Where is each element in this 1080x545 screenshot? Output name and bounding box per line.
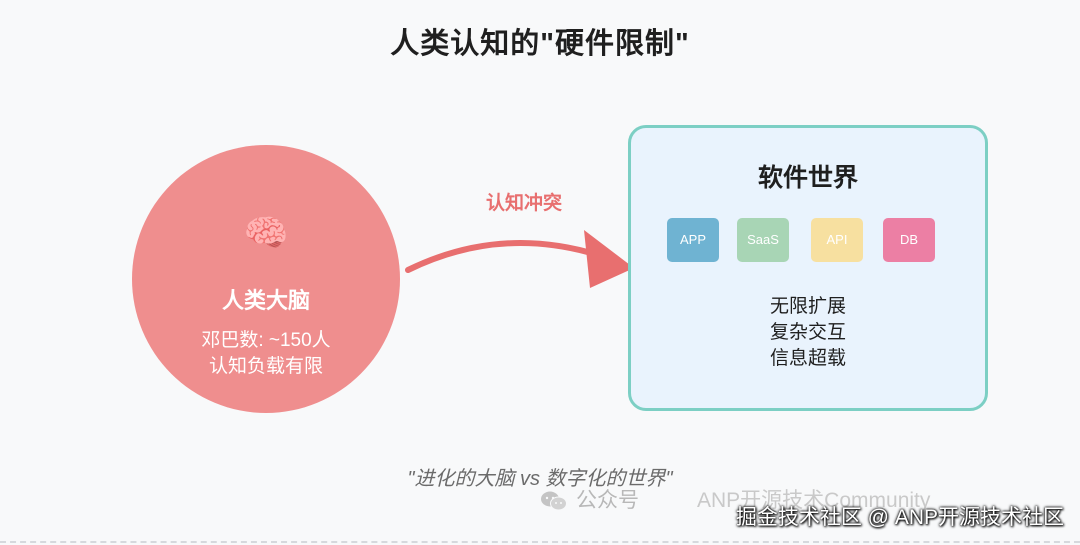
conflict-label: 认知冲突	[485, 193, 562, 214]
software-line-expansion: 无限扩展	[769, 296, 846, 317]
conflict-arrow-curve	[405, 240, 601, 273]
watermark-juejin: 掘金技术社区 @ ANP开源技术社区	[735, 506, 1064, 529]
conflict-arrow-head	[584, 230, 634, 288]
brain-icon: 🧠	[243, 212, 289, 253]
watermark-public-account: 公众号	[576, 489, 639, 512]
software-world-box: 软件世界 APP SaaS API DB 无限扩展 复杂交互 信息超载	[628, 125, 988, 411]
chip-saas: SaaS	[737, 218, 789, 262]
dunbar-number-text: 邓巴数: ~150人	[201, 330, 331, 351]
chip-app: APP	[667, 218, 719, 262]
chip-api: API	[811, 218, 863, 262]
software-world-title: 软件世界	[757, 164, 858, 192]
diagram-title: 人类认知的"硬件限制"	[390, 28, 690, 60]
software-line-overload: 信息超载	[769, 348, 846, 369]
wechat-icon	[541, 491, 567, 511]
chip-db: DB	[883, 218, 935, 262]
software-line-interaction: 复杂交互	[769, 322, 846, 343]
human-brain-circle: 🧠 人类大脑 邓巴数: ~150人 认知负载有限	[132, 145, 400, 413]
caption-quote: "进化的大脑 vs 数字化的世界"	[407, 468, 673, 490]
cognitive-load-text: 认知负载有限	[208, 356, 323, 377]
watermark-community: ANP开源技术Community	[697, 489, 931, 512]
bottom-dashed-border	[0, 541, 1080, 543]
brain-label: 人类大脑	[221, 288, 310, 313]
